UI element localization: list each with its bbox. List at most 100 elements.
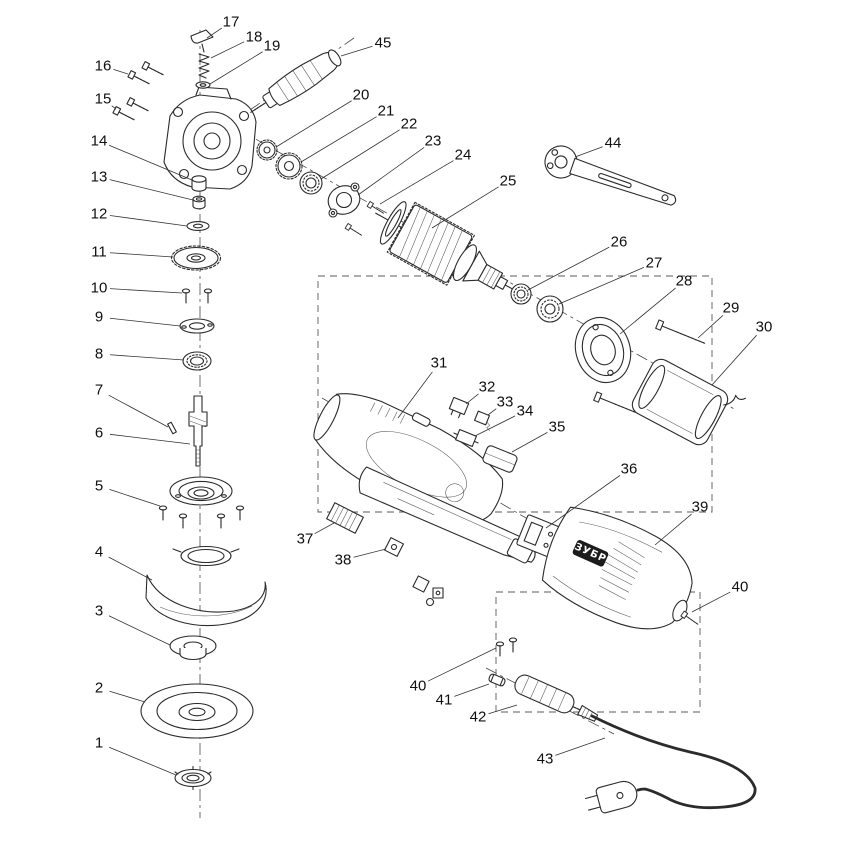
leader-line-11 — [109, 252, 174, 258]
part-number-44: 44 — [605, 135, 622, 152]
part-number-29: 29 — [723, 300, 740, 317]
part-number-1: 1 — [95, 735, 103, 752]
spacer-14 — [191, 175, 207, 192]
leader-line-2 — [109, 690, 146, 703]
pin-wrench-44 — [544, 145, 677, 206]
brush-parts-38 — [384, 537, 444, 607]
part-number-39: 39 — [692, 499, 709, 516]
part-number-11: 11 — [91, 244, 107, 261]
leader-line-15 — [111, 105, 117, 110]
part-number-38: 38 — [335, 552, 352, 569]
leader-line-22 — [320, 129, 400, 180]
part-number-25: 25 — [500, 173, 517, 190]
bearing-27 — [536, 295, 564, 323]
key-pin-7 — [167, 421, 177, 435]
part-number-6: 6 — [95, 425, 103, 442]
leader-line-40 — [691, 591, 731, 613]
part-number-13: 13 — [91, 169, 108, 186]
bearing-8 — [182, 351, 212, 371]
part-number-45: 45 — [375, 35, 392, 52]
gear-21 — [275, 152, 303, 180]
part-number-32: 32 — [479, 379, 496, 396]
part-number-2: 2 — [95, 680, 103, 697]
part-number-40: 40 — [732, 579, 749, 596]
part-number-18: 18 — [246, 29, 263, 46]
leader-line-37 — [314, 522, 335, 535]
part-number-10: 10 — [91, 280, 108, 297]
inner-flange-3 — [169, 635, 217, 661]
part-number-9: 9 — [95, 309, 103, 326]
side-handle-45 — [250, 49, 342, 113]
part-number-19: 19 — [264, 38, 281, 55]
terminal-34 — [453, 428, 479, 448]
leader-line-24 — [379, 160, 454, 205]
leader-line-27 — [558, 266, 645, 305]
leader-line-10 — [109, 288, 183, 294]
housing-screws — [112, 61, 166, 124]
leader-line-21 — [300, 116, 377, 163]
leader-line-39 — [654, 513, 692, 546]
part-number-7: 7 — [95, 382, 103, 399]
leader-line-26 — [527, 246, 610, 291]
part-number-28: 28 — [676, 273, 693, 290]
power-plug — [584, 780, 638, 814]
part-number-27: 27 — [646, 255, 663, 272]
part-number-21: 21 — [378, 103, 395, 120]
part-number-20: 20 — [353, 87, 370, 104]
leader-line-43 — [555, 737, 606, 756]
sleeve-13 — [192, 195, 206, 210]
pinion-gear-20 — [256, 139, 278, 161]
part-number-41: 41 — [436, 692, 453, 709]
stator-30 — [631, 358, 746, 446]
part-number-31: 31 — [431, 355, 448, 372]
leader-line-29 — [697, 315, 724, 339]
spindle-6 — [188, 395, 208, 467]
rear-cover-39: ЗУБР — [541, 506, 693, 630]
leader-line-5 — [109, 489, 161, 507]
leader-line-33 — [487, 408, 497, 416]
part-number-24: 24 — [455, 147, 472, 164]
leader-line-30 — [711, 334, 757, 386]
leader-line-45 — [340, 45, 373, 57]
leader-line-41 — [454, 683, 490, 697]
bearing-flange-5 — [158, 476, 245, 529]
leader-line-13 — [109, 179, 194, 201]
gear-housing-part — [163, 86, 257, 190]
callouts-layer: 1234567891011121314151617181920212223242… — [91, 14, 772, 776]
part-number-22: 22 — [401, 116, 418, 133]
contact-block-32 — [448, 396, 470, 419]
bearing-cover-28 — [574, 316, 632, 384]
leader-line-12 — [109, 215, 188, 227]
leader-line-32 — [465, 393, 479, 405]
power-cord-43 — [577, 704, 757, 814]
leader-line-4 — [108, 556, 153, 581]
leader-line-35 — [511, 431, 548, 453]
bearing-22 — [299, 171, 323, 195]
flange-screws-10 — [181, 288, 213, 304]
leader-line-6 — [109, 433, 191, 445]
leader-line-42 — [488, 704, 518, 715]
leader-line-7 — [108, 394, 169, 428]
bearing-26 — [510, 283, 532, 305]
part-number-34: 34 — [517, 403, 534, 420]
leader-line-17 — [206, 27, 223, 39]
leader-line-40 — [427, 647, 497, 682]
part-number-42: 42 — [470, 709, 487, 726]
leader-line-44 — [574, 146, 603, 158]
leader-line-38 — [353, 548, 387, 558]
part-number-36: 36 — [621, 461, 638, 478]
bevel-gear-11 — [170, 245, 222, 271]
part-number-12: 12 — [91, 206, 108, 223]
washer-12 — [186, 221, 210, 231]
leader-line-3 — [108, 615, 171, 646]
leader-line-25 — [431, 186, 499, 229]
leader-line-34 — [474, 415, 516, 437]
part-number-4: 4 — [95, 544, 103, 561]
part-number-35: 35 — [549, 419, 566, 436]
part-number-15: 15 — [95, 91, 112, 108]
leader-line-14 — [108, 144, 193, 181]
leader-line-19 — [209, 51, 263, 85]
part-number-17: 17 — [223, 14, 240, 31]
